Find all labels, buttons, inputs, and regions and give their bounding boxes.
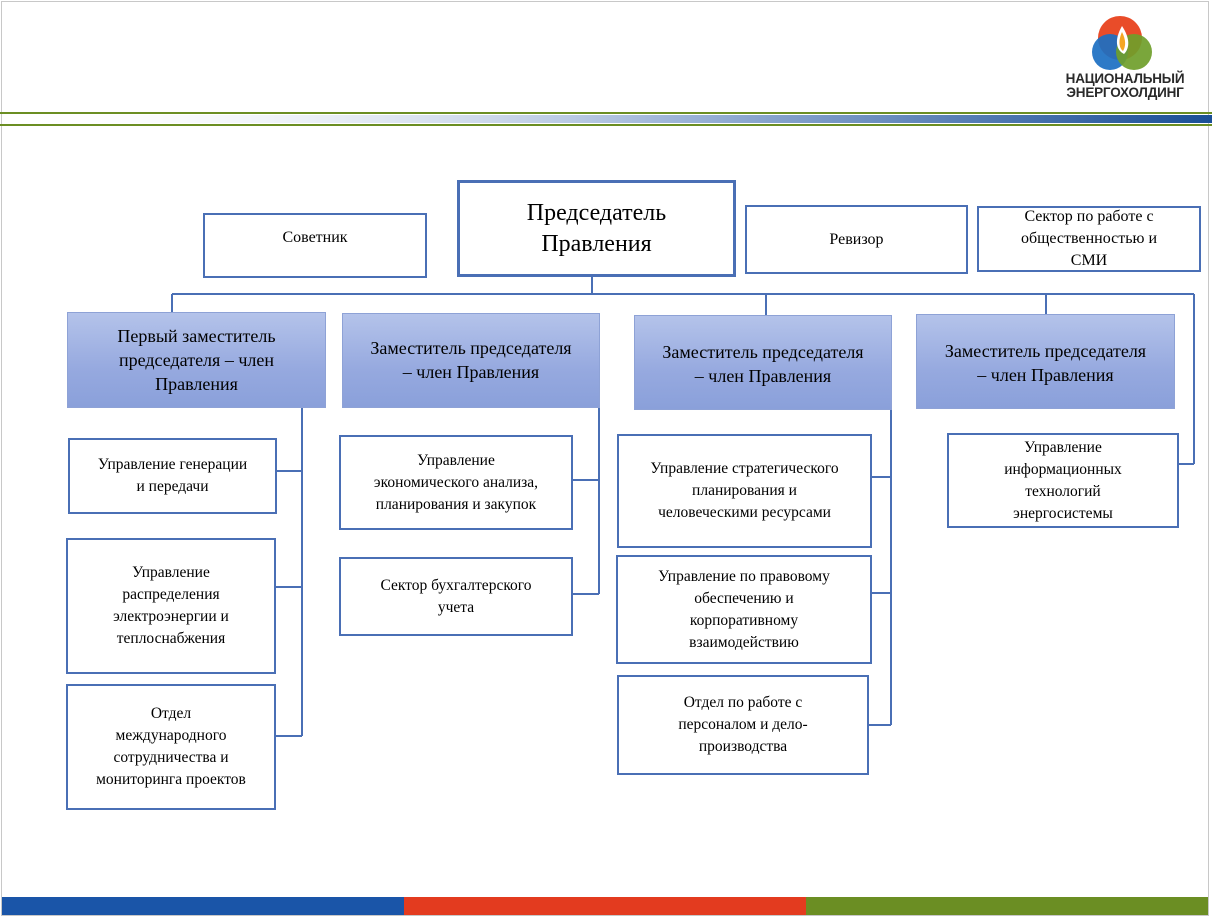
company-logo-icon <box>1092 16 1152 70</box>
logo-line-1: НАЦИОНАЛЬНЫЙ <box>1065 71 1185 86</box>
chairman-box: Председатель Правления <box>457 180 736 277</box>
chairman-line-1: Председатель <box>526 199 667 226</box>
unit-2-2-line-2: учета <box>437 598 475 616</box>
unit-3-2-line-1: Управление по правовому <box>658 567 830 585</box>
unit-distribution: Управление распределения электроэнергии … <box>66 538 276 674</box>
unit-2-1-line-3: планирования и закупок <box>375 495 537 513</box>
unit-3-3-line-2: персоналом и дело- <box>678 716 808 733</box>
logo-line-2: ЭНЕРГОХОЛДИНГ <box>1066 85 1184 100</box>
unit-strategic-planning: Управление стратегического планирования … <box>617 434 872 548</box>
bottom-bar-green <box>806 897 1208 915</box>
unit-4-1-line-1: Управление <box>1024 438 1102 456</box>
deputy-2-line-2: – член Правления <box>402 362 540 382</box>
unit-generation-transmission: Управление генерации и передачи <box>68 438 277 514</box>
unit-3-3-line-3: производства <box>698 738 788 755</box>
unit-1-2-line-2: распределения <box>122 586 220 603</box>
pr-sector-line-3: СМИ <box>1070 252 1108 269</box>
unit-2-2-line-1: Сектор бухгалтерского <box>380 576 532 594</box>
unit-1-1-line-2: и передачи <box>136 478 209 495</box>
unit-1-3-line-2: международного <box>115 727 227 744</box>
deputy-box-3: Заместитель председателя – член Правлени… <box>634 315 892 410</box>
deputy-box-1: Первый заместитель председателя – член П… <box>67 312 326 408</box>
unit-2-1-line-2: экономического анализа, <box>373 473 539 491</box>
unit-international: Отдел международного сотрудничества и мо… <box>66 684 276 810</box>
unit-1-2-line-1: Управление <box>132 564 210 581</box>
chairman-line-2: Правления <box>541 230 652 257</box>
unit-1-2-line-4: теплоснабжения <box>116 630 226 647</box>
deputy-2-line-1: Заместитель председателя <box>370 338 572 358</box>
deputy-4-line-2: – член Правления <box>977 365 1114 385</box>
bottom-color-bar <box>2 897 1208 915</box>
unit-4-1-line-3: технологий <box>1025 482 1101 500</box>
unit-4-1-line-4: энергосистемы <box>1013 504 1113 522</box>
deputy-box-4: Заместитель председателя – член Правлени… <box>916 314 1175 409</box>
deputy-4-line-1: Заместитель председателя <box>944 341 1147 361</box>
unit-3-2-line-4: взаимодействию <box>689 633 799 651</box>
bottom-bar-red <box>404 897 806 915</box>
unit-economic-analysis: Управление экономического анализа, плани… <box>339 435 573 530</box>
unit-1-1-line-1: Управление генерации <box>97 456 248 473</box>
unit-1-3-line-3: сотрудничества и <box>113 749 229 766</box>
unit-1-3-line-4: мониторинга проектов <box>96 771 246 788</box>
auditor-label: Ревизор <box>829 230 884 248</box>
auditor-box: Ревизор <box>745 205 968 274</box>
unit-it: Управление информационных технологий эне… <box>947 433 1179 528</box>
unit-2-1-line-1: Управление <box>417 451 495 469</box>
advisor-label: Советник <box>282 229 348 246</box>
unit-3-1-line-3: человеческими ресурсами <box>658 504 831 521</box>
unit-3-1-line-1: Управление стратегического <box>650 460 839 477</box>
bottom-bar-blue <box>2 897 404 915</box>
unit-personnel: Отдел по работе с персоналом и дело- про… <box>617 675 869 775</box>
pr-sector-box: Сектор по работе с общественностью и СМИ <box>977 206 1201 272</box>
unit-1-3-line-1: Отдел <box>150 705 192 722</box>
unit-3-3-line-1: Отдел по работе с <box>683 694 803 711</box>
unit-3-2-line-3: корпоративному <box>689 611 799 629</box>
unit-4-1-line-2: информационных <box>1004 460 1122 478</box>
header-separator <box>0 112 1212 126</box>
pr-sector-line-1: Сектор по работе с <box>1024 208 1154 225</box>
pr-sector-line-2: общественностью и <box>1020 230 1158 247</box>
unit-1-2-line-3: электроэнергии и <box>113 608 229 625</box>
deputy-3-line-1: Заместитель председателя <box>662 342 864 362</box>
deputy-3-line-2: – член Правления <box>694 366 832 386</box>
deputy-1-line-1: Первый заместитель <box>117 326 276 346</box>
deputy-box-2: Заместитель председателя – член Правлени… <box>342 313 600 408</box>
deputy-1-line-3: Правления <box>155 374 238 394</box>
unit-3-1-line-2: планирования и <box>692 482 797 499</box>
company-logo-text: НАЦИОНАЛЬНЫЙ ЭНЕРГОХОЛДИНГ <box>1052 72 1198 100</box>
unit-accounting: Сектор бухгалтерского учета <box>339 557 573 636</box>
unit-legal: Управление по правовому обеспечению и ко… <box>616 555 872 664</box>
advisor-box: Советник <box>203 213 427 278</box>
unit-3-2-line-2: обеспечению и <box>694 589 794 607</box>
deputy-1-line-2: председателя – член <box>119 350 274 370</box>
